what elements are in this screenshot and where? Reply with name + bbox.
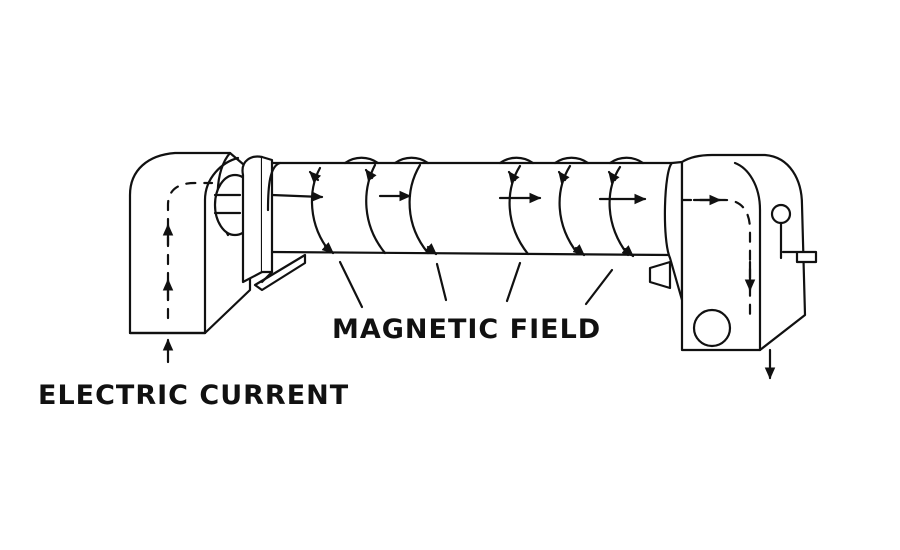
current-arrows (168, 340, 770, 378)
cylinder-bar (268, 158, 672, 256)
electric-current-label: ELECTRIC CURRENT (38, 380, 349, 411)
right-clamp (650, 162, 682, 300)
magnetic-field-label: MAGNETIC FIELD (332, 314, 601, 345)
left-clamp (243, 157, 305, 290)
magnetic-field-leaders (340, 262, 612, 307)
left-headstock (130, 153, 255, 333)
right-headstock (682, 155, 816, 350)
